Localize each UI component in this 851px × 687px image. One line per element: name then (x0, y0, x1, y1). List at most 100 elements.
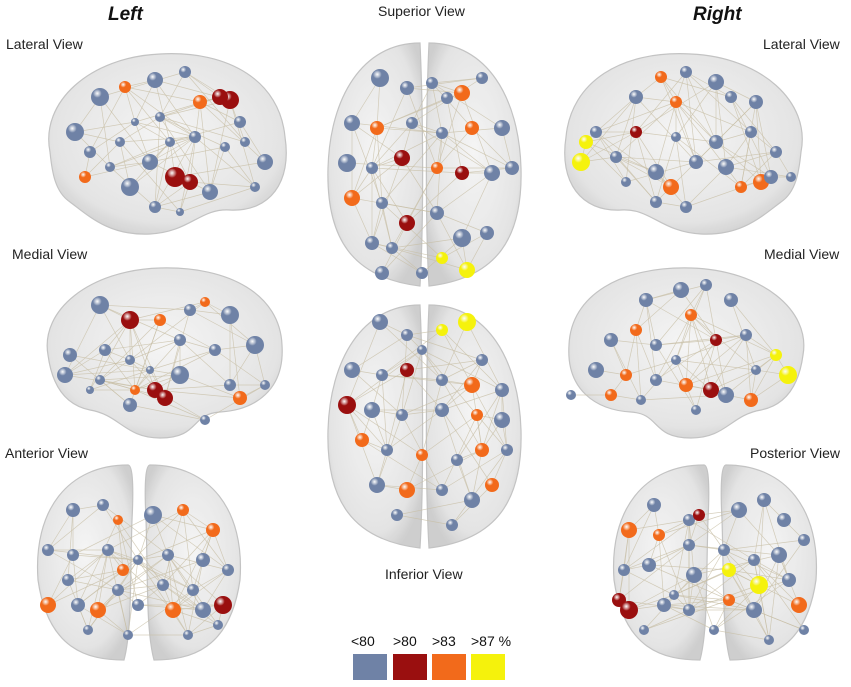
node-o (370, 121, 384, 135)
node-b (604, 333, 618, 347)
right-medial-view-label: Medial View (764, 246, 840, 262)
inferior-brain (322, 300, 527, 560)
node-b (42, 544, 54, 556)
node-b (566, 390, 576, 400)
node-b (386, 242, 398, 254)
left-lateral-brain (30, 42, 295, 242)
node-b (250, 182, 260, 192)
node-b (344, 362, 360, 378)
node-b (149, 201, 161, 213)
left-lateral-view-label: Lateral View (6, 36, 83, 52)
node-o (744, 393, 758, 407)
node-o (90, 602, 106, 618)
node-b (391, 509, 403, 521)
node-b (364, 402, 380, 418)
node-b (99, 344, 111, 356)
node-b (84, 146, 96, 158)
node-o (791, 597, 807, 613)
node-o (399, 482, 415, 498)
node-b (171, 366, 189, 384)
node-b (220, 142, 230, 152)
node-r (399, 215, 415, 231)
node-o (79, 171, 91, 183)
node-b (426, 77, 438, 89)
node-o (630, 324, 642, 336)
node-o (670, 96, 682, 108)
node-b (683, 514, 695, 526)
node-r (157, 390, 173, 406)
node-o (655, 71, 667, 83)
node-b (501, 444, 513, 456)
node-b (187, 584, 199, 596)
node-o (130, 385, 140, 395)
node-o (177, 504, 189, 516)
node-b (748, 554, 760, 566)
node-b (144, 506, 162, 524)
node-b (115, 137, 125, 147)
node-b (757, 493, 771, 507)
node-b (771, 547, 787, 563)
node-b (453, 229, 471, 247)
node-y (722, 563, 736, 577)
node-b (196, 553, 210, 567)
node-b (376, 369, 388, 381)
node-b (494, 412, 510, 428)
node-o (40, 597, 56, 613)
node-o (200, 297, 210, 307)
node-b (260, 380, 270, 390)
node-r (400, 363, 414, 377)
right-medial-brain (556, 260, 821, 445)
node-r (693, 509, 705, 521)
node-o (735, 181, 747, 193)
node-b (709, 135, 723, 149)
left-anterior-view-label: Anterior View (5, 445, 89, 461)
node-o (679, 378, 693, 392)
node-b (476, 354, 488, 366)
node-b (240, 137, 250, 147)
node-b (376, 197, 388, 209)
node-b (209, 344, 221, 356)
right-lateral-view-label: Lateral View (763, 36, 840, 52)
node-o (193, 95, 207, 109)
node-b (689, 155, 703, 169)
node-b (484, 165, 500, 181)
node-b (618, 564, 630, 576)
node-b (650, 339, 662, 351)
node-b (91, 296, 109, 314)
node-b (97, 499, 109, 511)
node-r (182, 174, 198, 190)
node-b (123, 398, 137, 412)
node-b (751, 365, 761, 375)
node-b (102, 544, 114, 556)
node-b (505, 161, 519, 175)
node-b (66, 503, 80, 517)
node-b (162, 549, 174, 561)
node-o (605, 389, 617, 401)
node-r (612, 593, 626, 607)
node-o (471, 409, 483, 421)
node-y (436, 252, 448, 264)
node-o (113, 515, 123, 525)
node-r (394, 150, 410, 166)
node-b (221, 306, 239, 324)
node-b (142, 154, 158, 170)
node-b (436, 484, 448, 496)
node-b (446, 519, 458, 531)
node-b (799, 625, 809, 635)
node-b (709, 625, 719, 635)
node-b (673, 282, 689, 298)
node-b (639, 293, 653, 307)
node-b (782, 573, 796, 587)
right-hemisphere-header: Right (693, 4, 742, 25)
node-b (786, 172, 796, 182)
node-o (620, 369, 632, 381)
node-b (718, 159, 734, 175)
node-o (663, 179, 679, 195)
node-r (338, 396, 356, 414)
node-b (57, 367, 73, 383)
node-b (133, 555, 143, 565)
node-b (365, 236, 379, 250)
node-b (195, 602, 211, 618)
node-b (406, 117, 418, 129)
node-b (66, 123, 84, 141)
